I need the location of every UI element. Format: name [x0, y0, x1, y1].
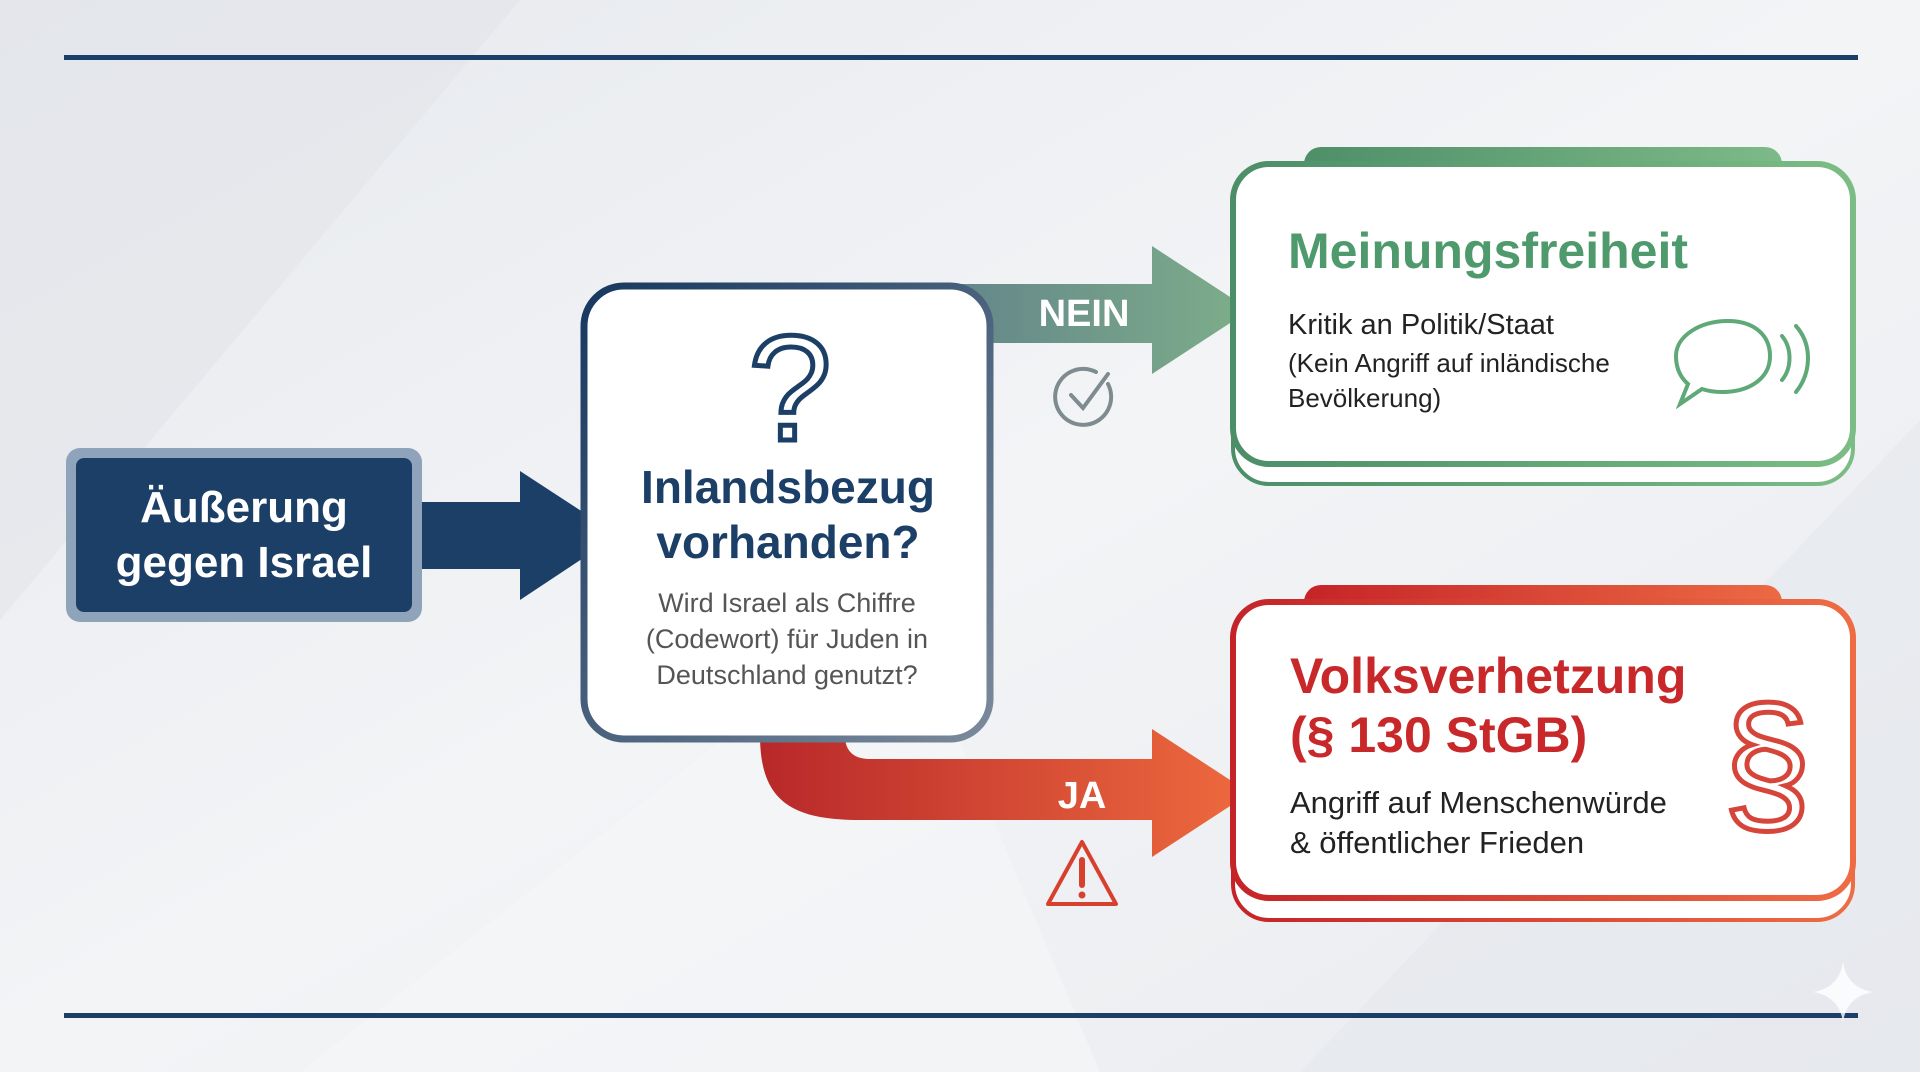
start-label-line2: gegen Israel [116, 538, 373, 587]
start-box: Äußerung gegen Israel [66, 448, 422, 622]
question-title-line2: vorhanden? [656, 516, 919, 568]
outcome-crime-title-line2: (§ 130 StGB) [1290, 707, 1587, 763]
yes-branch-label: JA [1058, 775, 1107, 817]
start-label-line1: Äußerung [140, 483, 348, 532]
question-box: ? Inlandsbezug vorhanden? Wird Israel al… [580, 282, 994, 743]
outcome-crime-text-line2: & öffentlicher Frieden [1290, 825, 1584, 860]
outcome-freedom-of-speech: Meinungsfreiheit Kritik an Politik/Staat… [1230, 147, 1856, 486]
outcome-free-text-line2: (Kein Angriff auf inländische [1288, 348, 1610, 378]
warning-triangle-icon [1046, 840, 1118, 906]
outcome-crime-text-line1: Angriff auf Menschenwürde [1290, 785, 1667, 820]
outcome-free-text-line1: Kritik an Politik/Staat [1288, 309, 1554, 341]
start-arrow [410, 471, 618, 600]
bottom-divider [64, 1013, 1858, 1018]
outcome-incitement: Volksverhetzung (§ 130 StGB) Angriff auf… [1230, 585, 1856, 922]
question-title-line1: Inlandsbezug [641, 461, 935, 513]
paragraph-icon: § [1723, 673, 1812, 852]
no-branch-label: NEIN [1039, 293, 1130, 335]
outcome-free-title: Meinungsfreiheit [1288, 223, 1688, 279]
top-divider [64, 55, 1858, 60]
question-mark-icon: ? [748, 304, 831, 472]
yes-branch-arrow: JA [760, 729, 1250, 857]
sparkle-icon [1813, 962, 1873, 1022]
question-text-line2: (Codewort) für Juden in [646, 624, 928, 654]
check-circle-icon [1053, 366, 1114, 427]
speech-bubble-icon [1673, 318, 1810, 410]
question-text-line1: Wird Israel als Chiffre [658, 588, 916, 618]
outcome-crime-title-line1: Volksverhetzung [1290, 648, 1686, 704]
question-text-line3: Deutschland genutzt? [656, 660, 917, 690]
outcome-free-text-line3: Bevölkerung) [1288, 383, 1441, 413]
